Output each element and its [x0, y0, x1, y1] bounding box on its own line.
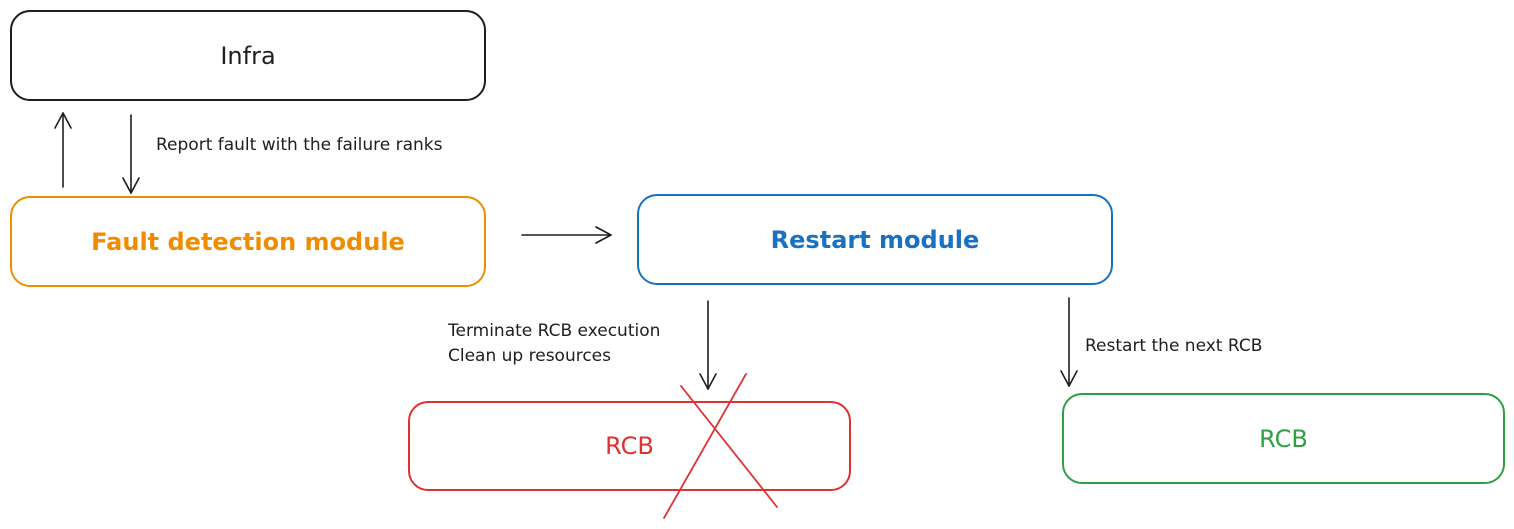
arrow-fault-to-infra: [54, 112, 72, 188]
cleanup-resources-label: Clean up resources: [448, 346, 612, 366]
terminate-rcb-label: Terminate RCB execution: [448, 321, 661, 341]
rcb-next-node: RCB: [1062, 393, 1505, 484]
infra-node: Infra: [10, 10, 486, 101]
rcb-terminated-label: RCB: [605, 432, 654, 460]
rcb-terminated-node: RCB: [408, 401, 851, 491]
rcb-next-label: RCB: [1259, 424, 1308, 453]
restart-next-rcb-label: Restart the next RCB: [1085, 336, 1263, 356]
arrow-infra-to-fault: [122, 114, 140, 194]
restart-module-node: Restart module: [637, 194, 1113, 285]
arrow-fault-to-restart: [521, 226, 612, 244]
arrow-restart-to-rcb-terminated: [699, 300, 717, 390]
fault-detection-label: Fault detection module: [91, 227, 405, 256]
restart-module-label: Restart module: [770, 225, 980, 254]
arrow-restart-to-rcb-next: [1060, 297, 1078, 387]
report-fault-label: Report fault with the failure ranks: [156, 135, 443, 155]
fault-detection-node: Fault detection module: [10, 196, 486, 287]
infra-label: Infra: [220, 41, 276, 70]
